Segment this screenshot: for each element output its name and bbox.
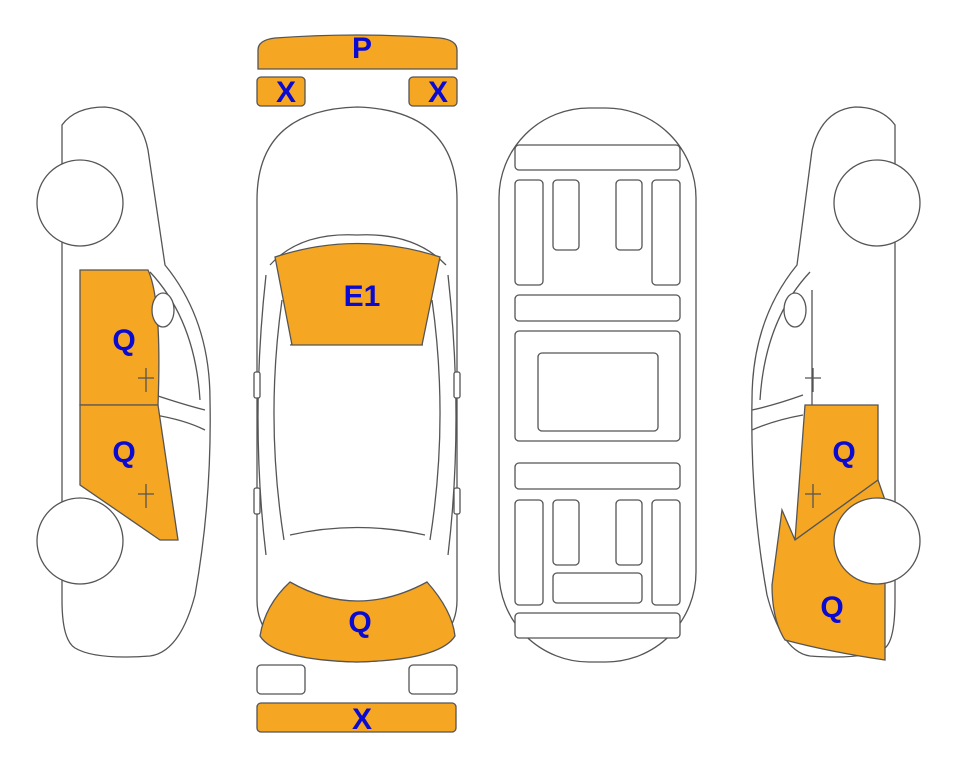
front-right-light-code: X xyxy=(428,76,448,109)
front-bumper-code: P xyxy=(352,32,372,65)
left-rear-door-part[interactable] xyxy=(79,404,179,541)
car-underside-view xyxy=(498,107,697,663)
hood-code: E1 xyxy=(344,280,381,313)
car-left-side-view: Q Q xyxy=(36,106,211,658)
right-rear-door-code: Q xyxy=(832,436,855,469)
front-left-light-code: X xyxy=(276,76,296,109)
rear-bumper-code: X xyxy=(352,703,372,736)
rear-left-light[interactable] xyxy=(256,664,306,695)
car-top-body xyxy=(256,106,458,663)
right-rear-wheel xyxy=(833,497,921,585)
rear-bumper-part[interactable] xyxy=(256,702,457,733)
right-front-wheel xyxy=(833,159,921,247)
left-front-door-code: Q xyxy=(112,324,135,357)
left-rear-door-code: Q xyxy=(112,436,135,469)
front-left-light-part[interactable] xyxy=(256,76,306,107)
hood-part[interactable] xyxy=(274,242,441,346)
left-rear-wheel xyxy=(36,497,124,585)
car-top-view: P X X E1 Q X xyxy=(253,32,461,736)
trunk-code: Q xyxy=(348,606,371,639)
car-right-side-view: Q Q xyxy=(751,106,921,661)
trunk-part[interactable] xyxy=(259,581,456,663)
left-front-wheel xyxy=(36,159,124,247)
front-right-light-part[interactable] xyxy=(408,76,458,107)
rear-right-light[interactable] xyxy=(408,664,458,695)
front-bumper-part[interactable] xyxy=(257,34,458,70)
right-rear-quarter-code: Q xyxy=(820,591,843,624)
